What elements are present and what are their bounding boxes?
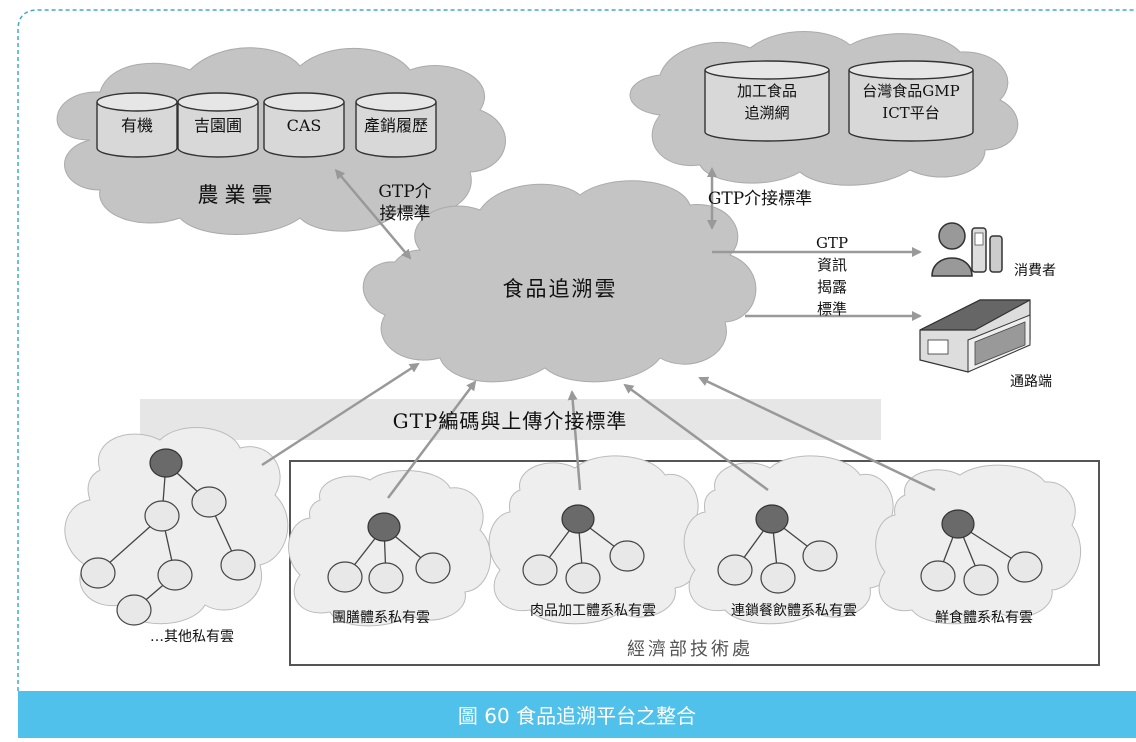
agri-interface-label: GTP介接標準	[378, 182, 431, 224]
consumer-label: 消費者	[1014, 263, 1056, 279]
tree-3	[920, 509, 1043, 596]
ministry-box	[289, 460, 1100, 666]
tree-2-leaf-node	[760, 562, 796, 594]
upload-standard-label: GTP編碼與上傳介接標準	[393, 409, 628, 433]
agri-db-2-label: CAS	[287, 116, 322, 135]
food-traceability-cloud	[362, 180, 757, 383]
tree-3-root-node	[941, 509, 975, 539]
agriculture-cloud-label: 農業雲	[198, 183, 279, 207]
arrows	[261, 167, 936, 499]
tree-4-leaf-node	[191, 486, 227, 518]
warehouse-icon	[919, 299, 1031, 373]
tree-2-leaf-node	[802, 540, 838, 572]
figure-caption: 圖 60 食品追溯平台之整合	[18, 691, 1136, 738]
private-cloud-fresh	[875, 464, 1082, 625]
private-cloud-trees	[80, 448, 1043, 626]
tree-0-leaf-node	[415, 552, 451, 584]
tree-2-leaf-node	[717, 554, 753, 586]
tree-4-leaf-node	[116, 594, 152, 626]
private-cloud-meat	[488, 455, 705, 625]
agri-db-3-label: 產銷履歷	[364, 116, 428, 135]
private-cloud-label-meat: 肉品加工體系私有雲	[530, 603, 656, 619]
tree-2-root-node	[755, 504, 789, 534]
tree-0-root-node	[367, 512, 401, 542]
center-cloud-label: 食品追溯雲	[503, 277, 618, 301]
ministry-label: 經濟部技術處	[627, 639, 753, 660]
private-cloud-label-catering: 團膳體系私有雲	[332, 610, 430, 626]
tree-4-leaf-node	[157, 559, 193, 591]
tree-4-leaf-node	[220, 549, 256, 581]
tree-1-leaf-node	[609, 540, 645, 572]
tree-1-leaf-node	[522, 554, 558, 586]
tree-4-leaf-node	[80, 557, 116, 589]
private-cloud-label-restaurant: 連鎖餐飲體系私有雲	[731, 603, 857, 619]
tree-2	[717, 504, 838, 594]
agri-db-1-label: 吉園圃	[194, 116, 242, 135]
tree-1-root-node	[561, 504, 595, 534]
channel-label: 通路端	[1010, 374, 1052, 390]
figure-frame	[17, 9, 1136, 691]
tree-0	[327, 512, 451, 594]
mobile-phone-icon	[971, 227, 1003, 273]
tree-0-leaf-node	[327, 561, 363, 593]
agri-db-3: 產銷履歷	[355, 92, 437, 158]
tree-4	[80, 448, 256, 626]
private-cloud-label-fresh: 鮮食體系私有雲	[935, 609, 1033, 626]
agriculture-databases: 有機 吉園圃 CAS 產銷履歷	[96, 92, 437, 158]
processing-db-0: 加工食品追溯網	[704, 60, 830, 142]
tree-4-root-node	[149, 448, 183, 478]
agri-db-1: 吉園圃	[177, 92, 259, 158]
tree-1	[522, 504, 645, 594]
consumer-person-icon	[931, 222, 973, 277]
processing-interface-label: GTP介接標準	[708, 189, 812, 209]
agri-db-0-label: 有機	[121, 116, 153, 135]
tree-3-leaf-node	[1007, 551, 1043, 583]
processing-db-0-label: 加工食品追溯網	[737, 82, 797, 122]
tree-4-leaf-node	[144, 500, 180, 532]
tree-1-leaf-node	[565, 562, 601, 594]
private-cloud-label-other: …其他私有雲	[150, 629, 234, 645]
private-cloud-restaurant	[683, 455, 900, 625]
tree-3-leaf-node	[963, 564, 999, 596]
agri-db-0: 有機	[96, 92, 178, 158]
tree-0-leaf-node	[368, 562, 404, 594]
agri-db-2: CAS	[263, 92, 345, 158]
tree-3-leaf-node	[920, 560, 956, 592]
